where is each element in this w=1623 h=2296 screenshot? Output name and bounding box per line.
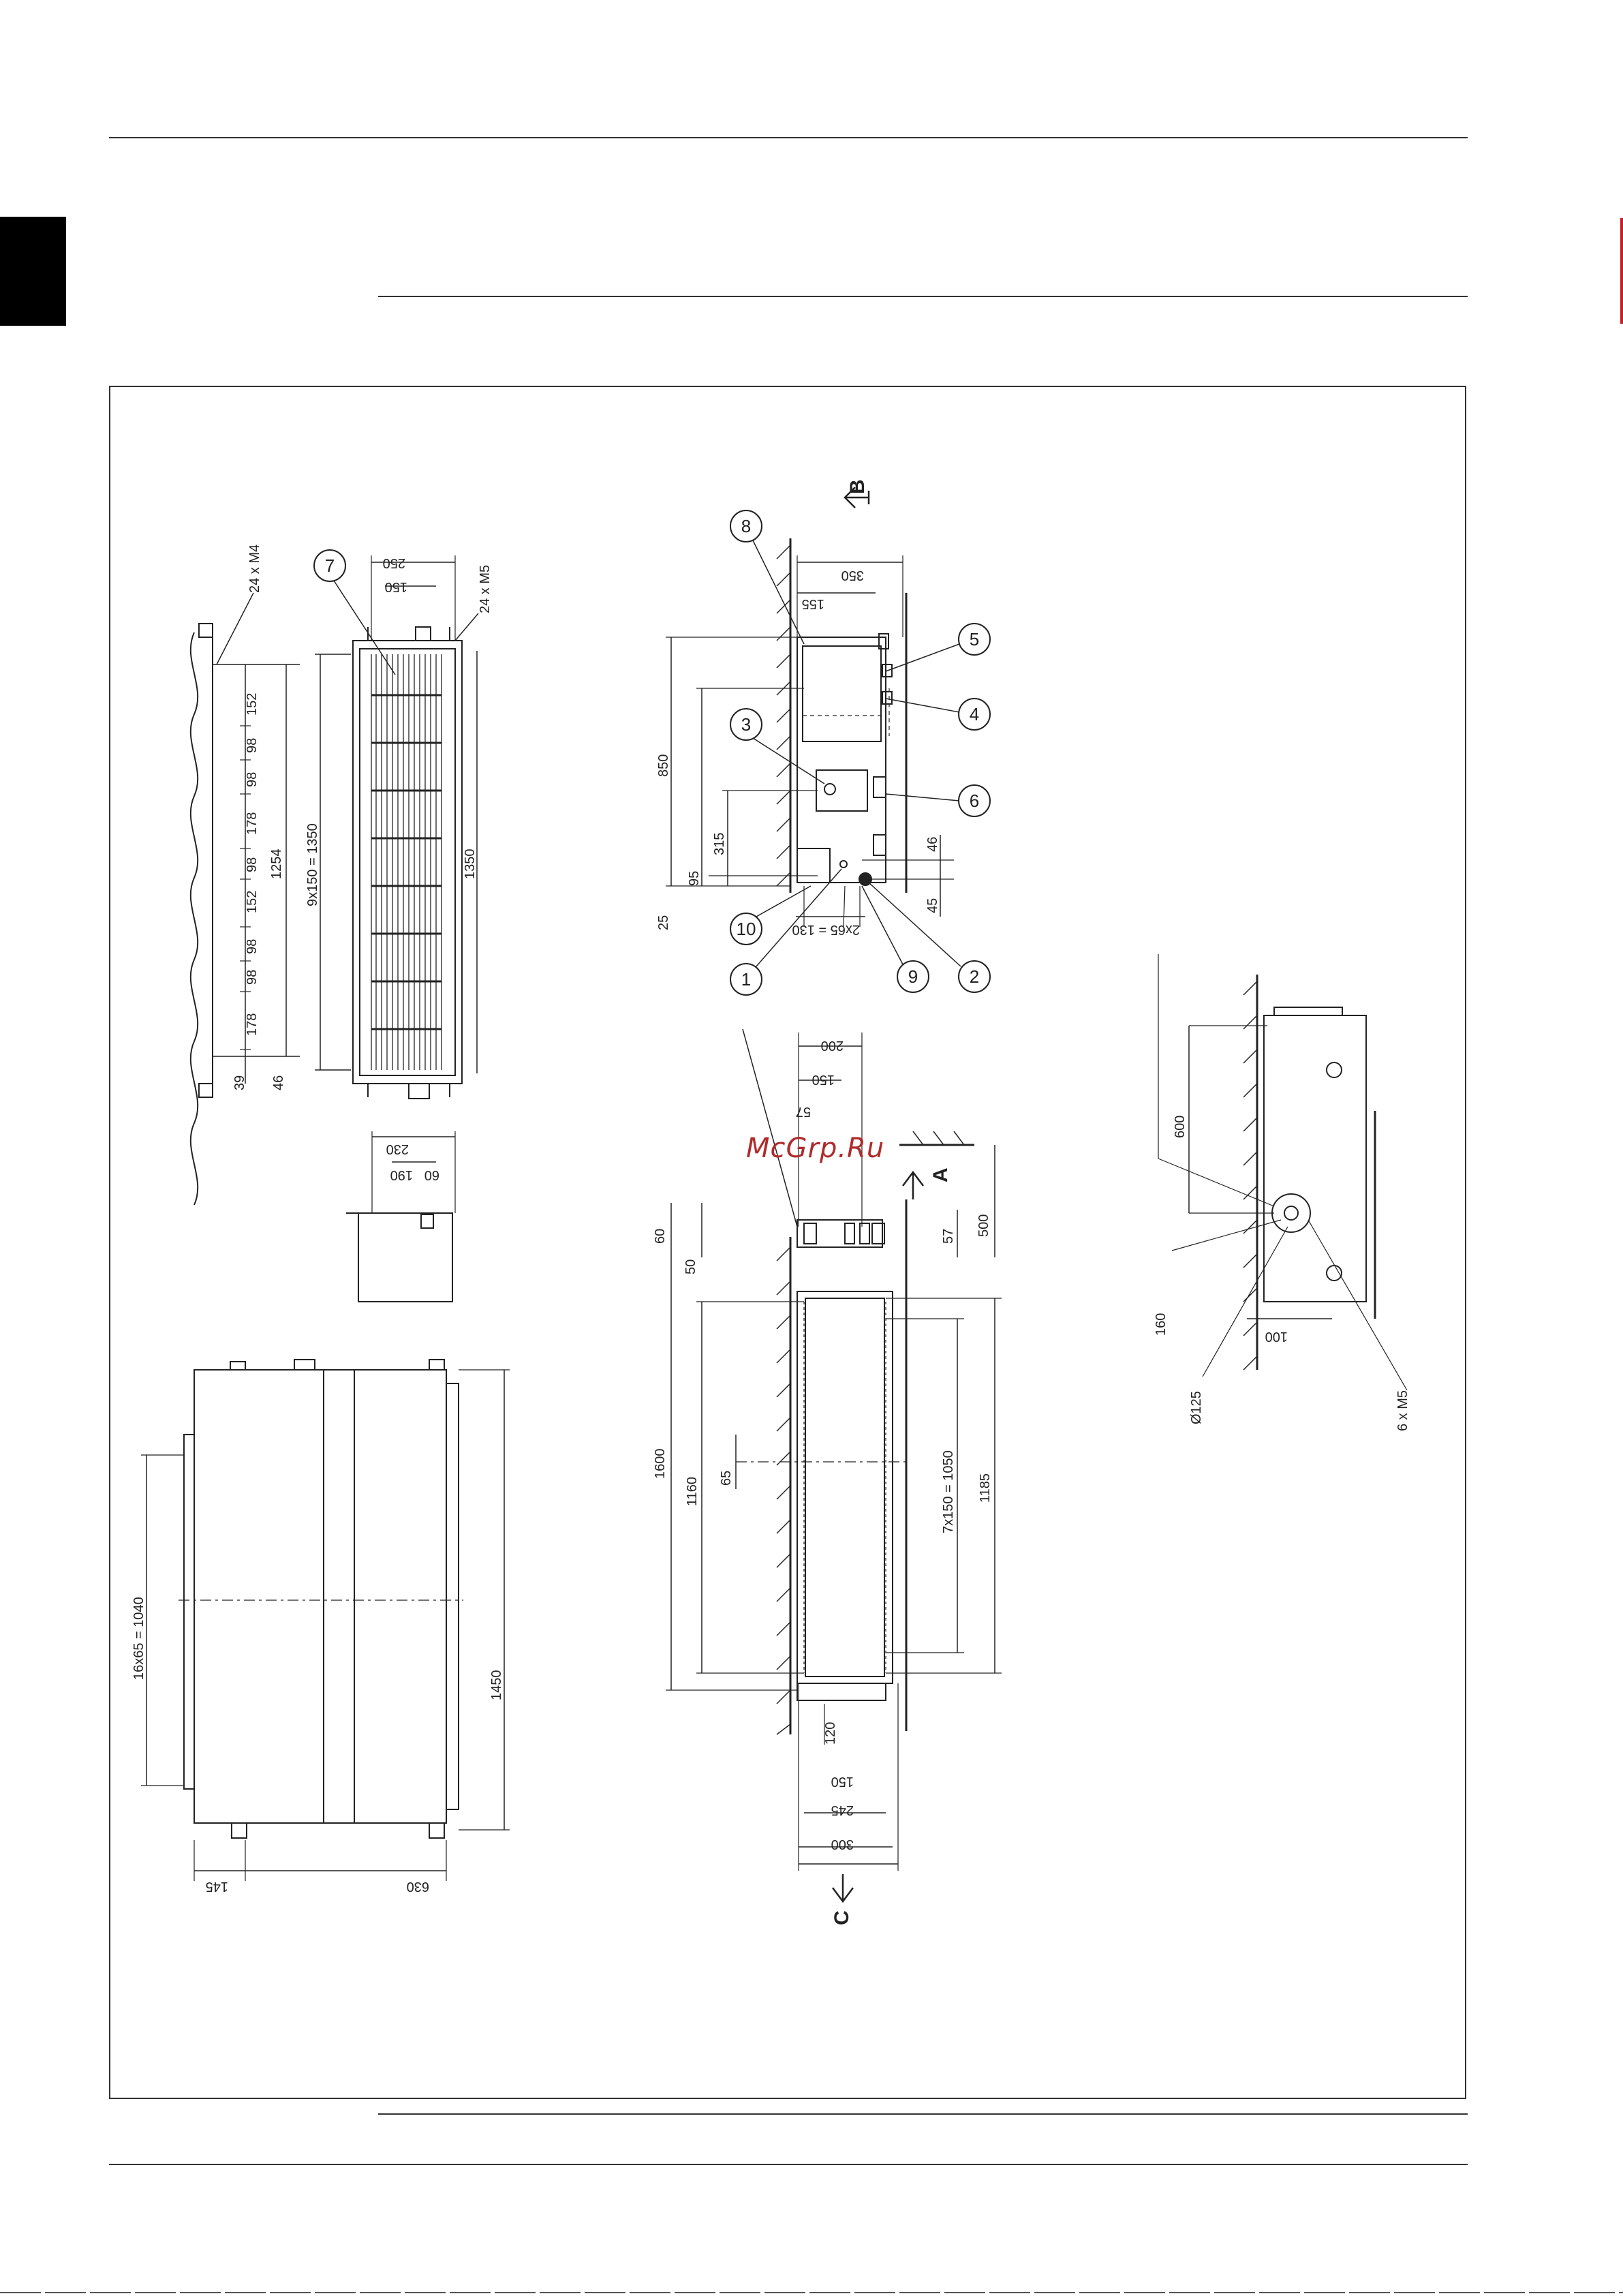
dim-60-front: 60 xyxy=(653,1229,668,1244)
dim-120: 120 xyxy=(823,1722,838,1745)
dim-630: 630 xyxy=(407,1879,429,1894)
dim-25: 25 xyxy=(656,915,671,930)
page-bottom-edge xyxy=(0,2290,1623,2296)
dim-9x150: 9x150 = 1350 xyxy=(305,823,320,906)
dim-150-front: 150 xyxy=(812,1072,835,1087)
dim-100: 100 xyxy=(1265,1329,1288,1344)
unit-top-view xyxy=(141,1360,510,1881)
dim-190: 190 xyxy=(390,1167,413,1182)
dim-98-a: 98 xyxy=(245,738,260,753)
dim-24xm5: 24 x M5 xyxy=(478,565,493,613)
grille-unit-view xyxy=(314,550,478,1099)
dim-200: 200 xyxy=(821,1038,844,1053)
dim-57-top: 57 xyxy=(796,1104,811,1119)
dim-16x65: 16x65 = 1040 xyxy=(132,1597,146,1680)
dim-245-a: 245 xyxy=(831,1803,854,1818)
bottom-title-rule xyxy=(378,2113,1468,2115)
dim-315: 315 xyxy=(712,833,727,855)
dim-178-b: 178 xyxy=(245,1013,260,1036)
duct-connection-view xyxy=(1158,954,1407,1390)
dim-d125: Ø125 xyxy=(1189,1391,1204,1424)
dim-7x150: 7x150 = 1050 xyxy=(941,1450,956,1533)
dim-98-b: 98 xyxy=(245,772,260,787)
dim-150-bottom: 150 xyxy=(831,1774,854,1789)
view-arrows xyxy=(833,487,923,1901)
callout-2: 2 xyxy=(970,966,979,987)
dim-160: 160 xyxy=(1154,1313,1169,1336)
dim-150: 150 xyxy=(385,579,407,594)
dim-178-a: 178 xyxy=(245,812,260,835)
dim-60: 60 xyxy=(424,1167,439,1182)
dim-57-side: 57 xyxy=(941,1229,956,1244)
dim-250: 250 xyxy=(383,555,405,570)
dim-1185: 1185 xyxy=(978,1473,993,1503)
callout-5: 5 xyxy=(970,629,979,649)
dim-45: 45 xyxy=(925,898,940,913)
dim-46: 46 xyxy=(271,1075,286,1090)
callout-6: 6 xyxy=(970,791,979,811)
dim-230: 230 xyxy=(386,1142,409,1157)
dim-1600: 1600 xyxy=(653,1449,668,1480)
dim-98-d: 98 xyxy=(245,939,260,954)
view-label-b: B xyxy=(846,479,869,494)
dim-350: 350 xyxy=(841,568,864,583)
dim-850: 850 xyxy=(656,754,671,777)
dim-145: 145 xyxy=(206,1879,228,1894)
dim-155: 155 xyxy=(802,596,824,611)
footer-rule xyxy=(109,2164,1468,2165)
watermark-text: McGrp.Ru xyxy=(746,1133,884,1164)
dim-98-c: 98 xyxy=(245,857,260,872)
dim-500: 500 xyxy=(976,1214,991,1237)
dim-46-side: 46 xyxy=(925,837,940,852)
callout-10: 10 xyxy=(737,919,756,939)
dim-6xm5: 6 x M5 xyxy=(1395,1390,1410,1431)
dim-1160: 1160 xyxy=(685,1477,700,1506)
callout-1: 1 xyxy=(741,969,751,990)
dim-1350: 1350 xyxy=(463,849,478,880)
callout-7: 7 xyxy=(325,555,335,576)
dim-152-b: 152 xyxy=(245,891,260,913)
callout-4: 4 xyxy=(970,704,979,724)
dim-39: 39 xyxy=(232,1075,247,1090)
dim-245-b: 300 xyxy=(831,1837,854,1852)
view-label-a: A xyxy=(929,1167,952,1182)
callout-9: 9 xyxy=(908,966,918,987)
dim-98-e: 98 xyxy=(245,970,260,985)
callout-3: 3 xyxy=(741,714,751,735)
dim-1450: 1450 xyxy=(489,1670,504,1701)
callout-numbers: 8 3 5 4 6 10 1 9 2 7 xyxy=(325,516,979,990)
dim-2x65: 2x65 = 130 xyxy=(792,922,860,937)
dim-95: 95 xyxy=(687,871,702,886)
dim-50: 50 xyxy=(683,1259,698,1274)
dim-600: 600 xyxy=(1173,1116,1188,1138)
view-label-c: C xyxy=(831,1910,853,1925)
dim-65: 65 xyxy=(719,1471,734,1486)
dim-1254: 1254 xyxy=(269,849,284,880)
dim-152-a: 152 xyxy=(245,693,260,716)
dim-24xm4: 24 x M4 xyxy=(247,545,262,593)
callout-8: 8 xyxy=(741,516,751,536)
